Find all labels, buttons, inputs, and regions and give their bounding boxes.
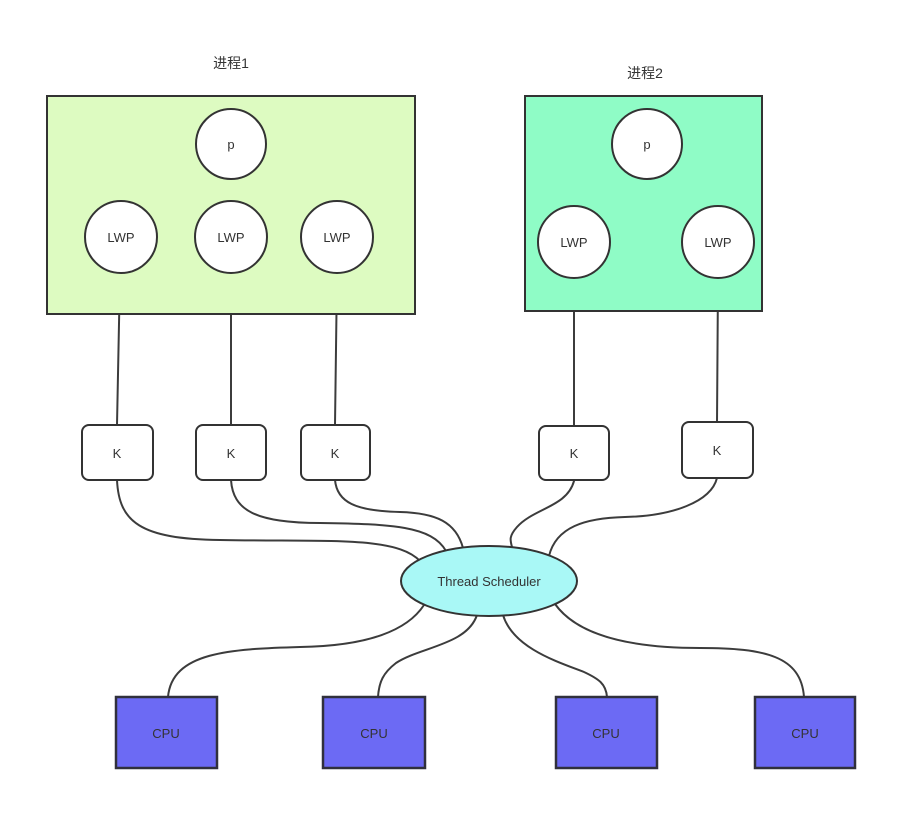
scheduler-group: Thread Scheduler: [400, 545, 578, 617]
kernel-threads-group: K K K K K: [81, 421, 754, 481]
process1-p-label: p: [227, 137, 234, 152]
process1-title: 进程1: [213, 55, 249, 71]
process2-p-node: [611, 108, 683, 180]
kernel-thread4-label: K: [570, 446, 579, 461]
cpu3-label: CPU: [592, 726, 619, 741]
cpu3-box: [554, 695, 659, 770]
kernel-thread5-label: K: [713, 443, 722, 458]
edge-k5-scheduler: [548, 477, 718, 557]
cpu2-box: [321, 695, 427, 770]
process2-lwp2-node: [681, 205, 755, 279]
kernel-thread2-box: [195, 424, 267, 481]
process2-p-label: p: [643, 137, 650, 152]
thread-scheduler-label: Thread Scheduler: [437, 574, 541, 589]
kernel-thread3-box: [300, 424, 371, 481]
cpus-group: CPU CPU CPU CPU: [114, 695, 857, 770]
cpu4-label: CPU: [791, 726, 818, 741]
edge-k3-scheduler: [334, 479, 464, 549]
process2-lwp1-label: LWP: [560, 235, 587, 250]
process1-lwp3-label: LWP: [323, 230, 350, 245]
process2-lwp2-label: LWP: [704, 235, 731, 250]
edge-scheduler-cpu4: [554, 603, 805, 698]
cpu1-label: CPU: [152, 726, 179, 741]
process1-group: 进程1 p LWP LWP LWP: [46, 55, 416, 315]
cpu1-box: [114, 695, 219, 770]
kernel-thread2-label: K: [227, 446, 236, 461]
process2-lwp1-node: [537, 205, 611, 279]
process1-lwp1-node: [84, 200, 158, 274]
edge-scheduler-cpu3: [502, 614, 608, 698]
edge-scheduler-cpu2: [377, 614, 478, 698]
kernel-thread4-box: [538, 425, 610, 481]
kernel-thread3-label: K: [331, 446, 340, 461]
edge-k1-scheduler: [116, 479, 421, 562]
kernel-thread1-box: [81, 424, 154, 481]
kernel-thread5-box: [681, 421, 754, 479]
cpu4-box: [753, 695, 857, 770]
process1-lwp2-label: LWP: [217, 230, 244, 245]
process1-p-node: [195, 108, 267, 180]
thread-scheduler-ellipse: [400, 545, 578, 617]
process2-group: 进程2 p LWP LWP: [524, 65, 763, 312]
edge-k4-scheduler: [509, 480, 575, 548]
process2-title: 进程2: [627, 65, 663, 81]
edge-k2-scheduler: [230, 479, 447, 552]
process1-lwp3-node: [300, 200, 374, 274]
kernel-thread1-label: K: [113, 446, 122, 461]
process1-lwp2-node: [194, 200, 268, 274]
process1-lwp1-label: LWP: [107, 230, 134, 245]
cpu2-label: CPU: [360, 726, 387, 741]
edge-scheduler-cpu1: [167, 604, 425, 698]
